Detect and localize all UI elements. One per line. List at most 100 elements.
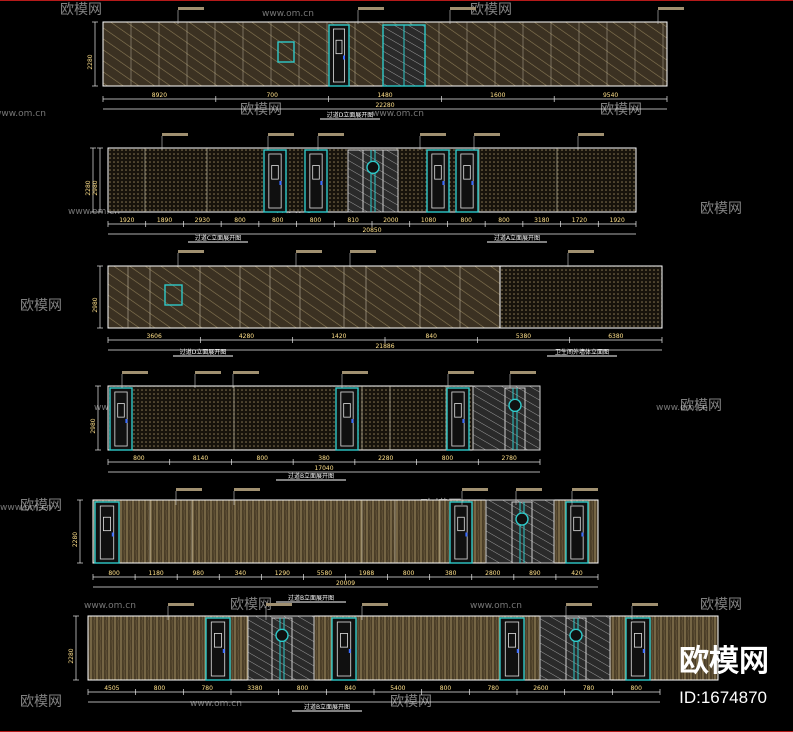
dim-label: 800 [498,217,510,224]
dim-label: 5580 [317,570,332,577]
leader-tag [358,7,384,10]
leader-tag [420,133,446,136]
dim-label: 1080 [421,217,436,224]
dim-label: 800 [310,217,322,224]
elevation-title: 过道B立面展开图 [304,703,350,711]
door-handle [516,649,519,653]
door-frame [263,149,287,213]
leader-tag [572,488,598,491]
dim-label: 3606 [147,333,162,340]
dim-label: 5400 [390,685,405,692]
dim-label: 420 [571,570,583,577]
elevation-title: 过道C立面展开图 [195,234,241,242]
dim-label: 780 [487,685,499,692]
door-frame [449,501,473,564]
dim-label: 1420 [331,333,346,340]
door-panel [457,516,465,532]
leader-tag [296,250,322,253]
brand-logo-text: 欧模网 [679,645,769,678]
leader-tag [178,7,204,10]
wall-panel [87,615,719,681]
door-panel [312,165,320,180]
dim-total-label: 20850 [362,227,381,234]
watermark-brand: 欧模网 [20,694,62,710]
round-window [508,398,522,413]
dim-label: 800 [272,217,284,224]
leader-tag [474,133,500,136]
door-handle [642,649,645,653]
dim-label: 840 [344,685,356,692]
door-frame [446,387,470,451]
leader-tag [350,250,376,253]
door-handle [320,181,323,185]
watermark-brand: 欧模网 [700,201,742,217]
wall-panel [107,265,501,329]
door-frame [499,617,525,681]
dim-total-label: 21886 [375,343,394,350]
door-panel [213,633,222,648]
dim-label: 380 [318,455,330,462]
dim-label: 2600 [533,685,548,692]
elevation-title: 过道B立面展开图 [288,472,334,480]
door-handle [471,181,474,185]
door-handle [125,419,128,423]
door-handle [442,181,445,185]
dim-label: 800 [234,217,246,224]
door-panel [634,633,643,648]
round-window [275,628,289,643]
dim-label: 1920 [119,217,134,224]
elevation-title: 过道A立面展开图 [494,234,540,242]
door-frame [304,149,328,213]
dim-label: 780 [201,685,213,692]
dim-total-label: 20009 [336,580,355,587]
dim-label: 380 [445,570,457,577]
height-dim-label: 2980 [92,297,99,312]
leader-tag [195,371,221,374]
glass-panel [362,149,384,213]
watermark-url: www.om.cn [262,9,314,19]
leader-tag [568,250,594,253]
dim-label: 2930 [195,217,210,224]
leader-tag [176,488,202,491]
top-red-border [0,0,793,1]
dim-label: 810 [347,217,359,224]
dim-label: 2000 [383,217,398,224]
dim-label: 800 [403,570,415,577]
watermark-brand: 欧模网 [680,398,722,414]
dim-label: 4505 [104,685,119,692]
elevation-title: 过道B立面展开图 [288,594,334,602]
leader-tag [566,603,592,606]
watermark-url: www.om.cn [372,109,424,119]
dim-label: 2280 [378,455,393,462]
leader-tag [178,250,204,253]
dim-total-label: 17040 [314,465,333,472]
door-frame [625,617,651,681]
dim-label: 1180 [148,570,163,577]
dim-label: 1920 [610,217,625,224]
dim-label: 800 [440,685,452,692]
elevation-title: 过道D立面展开图 [180,348,227,356]
leader-tag [448,371,474,374]
door-handle [462,419,465,423]
watermark-brand: 欧模网 [20,498,62,514]
dim-label: 1890 [157,217,172,224]
dim-label: 6380 [608,333,623,340]
door-panel [507,633,516,648]
watermark-url: www.om.cn [470,601,522,611]
watermark-brand: 欧模网 [470,2,512,18]
dim-label: 800 [108,570,120,577]
dim-label: 840 [425,333,437,340]
door-panel [271,165,279,180]
door-handle [581,532,584,537]
dim-label: 800 [442,455,454,462]
leader-tag [266,603,292,606]
leader-tag [462,488,488,491]
dim-label: 4280 [239,333,254,340]
dim-label: 2800 [485,570,500,577]
dim-label: 800 [630,685,642,692]
door-panel [335,39,343,55]
